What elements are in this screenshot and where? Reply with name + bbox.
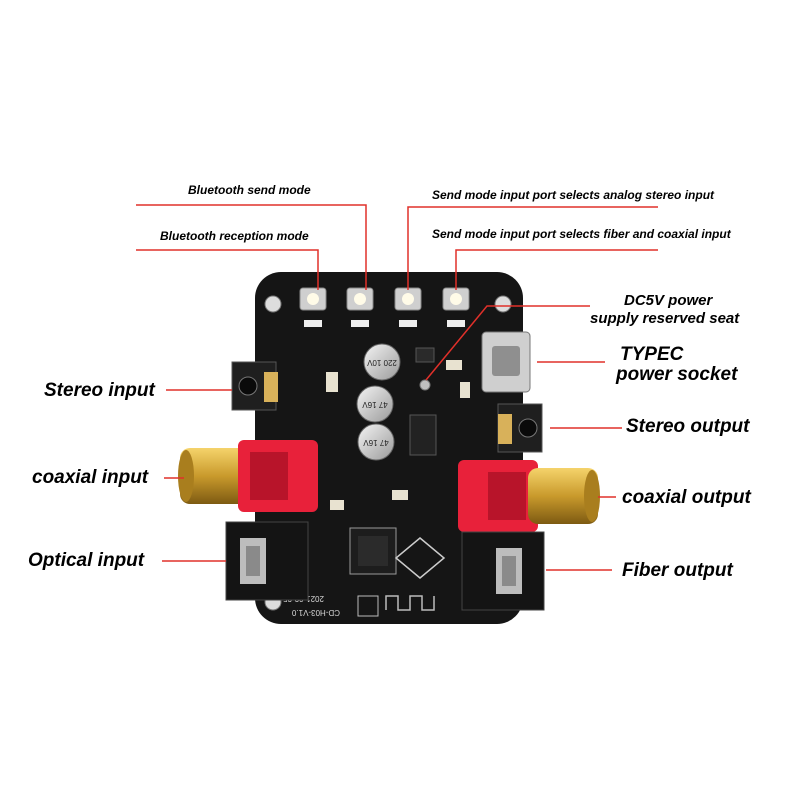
label-fiber-output: Fiber output: [622, 560, 733, 581]
svg-text:47 16V: 47 16V: [363, 438, 389, 447]
capacitor: 47 16V: [357, 423, 395, 461]
dc5v-seat: [419, 379, 431, 391]
label-send-fiber: Send mode input port selects fiber and c…: [432, 227, 731, 241]
stereo-input-jack[interactable]: [231, 361, 278, 411]
button-fiber-input[interactable]: [442, 287, 470, 327]
label-stereo-input: Stereo input: [44, 380, 155, 401]
capacitor: 47 16V: [356, 385, 394, 423]
capacitor: 220 10V: [363, 343, 401, 381]
smd-component: [409, 414, 437, 456]
optical-input-port[interactable]: [225, 521, 309, 601]
leader-line: [136, 249, 319, 290]
label-bt-send: Bluetooth send mode: [188, 183, 311, 197]
label-coaxial-input: coaxial input: [32, 467, 149, 488]
label-coaxial-output: coaxial output: [622, 487, 751, 508]
button-bt-send[interactable]: [346, 287, 374, 327]
label-typec-line1: TYPEC: [620, 344, 684, 365]
chip-die: [358, 536, 388, 566]
leader-line: [407, 206, 658, 290]
svg-text:47 16V: 47 16V: [362, 400, 388, 409]
svg-text:220 10V: 220 10V: [366, 358, 396, 367]
label-dc5v-line2: supply reserved seat: [590, 310, 740, 327]
leader-lines: [136, 204, 658, 571]
smd-component: [326, 372, 338, 392]
leader-line: [455, 249, 658, 290]
button-bt-receive[interactable]: [299, 287, 327, 327]
label-send-analog: Send mode input port selects analog ster…: [432, 188, 715, 202]
smd-component: [415, 347, 435, 363]
label-optical-input: Optical input: [28, 550, 145, 571]
crystal: [394, 537, 446, 579]
label-bt-receive: Bluetooth reception mode: [160, 229, 309, 243]
leader-line: [425, 305, 590, 381]
coaxial-input-rca[interactable]: [178, 440, 318, 512]
label-dc5v-line1: DC5V power: [624, 292, 713, 309]
fiber-output-port[interactable]: [461, 531, 545, 611]
board-model: CD-H03-V1.0: [291, 608, 340, 617]
smd-component: [330, 500, 344, 510]
smd-component: [392, 490, 408, 500]
label-typec-line2: power socket: [616, 364, 738, 385]
pcb-antenna: [385, 595, 435, 611]
silkscreen-box: [357, 595, 379, 617]
coaxial-output-rca[interactable]: [458, 460, 600, 532]
leader-line: [136, 204, 367, 290]
label-stereo-output: Stereo output: [626, 416, 750, 437]
mount-hole: [264, 295, 282, 313]
smd-component: [446, 360, 462, 370]
typec-socket[interactable]: [481, 331, 531, 393]
stereo-output-jack[interactable]: [497, 403, 543, 453]
smd-component: [460, 382, 470, 398]
mount-hole: [494, 295, 512, 313]
